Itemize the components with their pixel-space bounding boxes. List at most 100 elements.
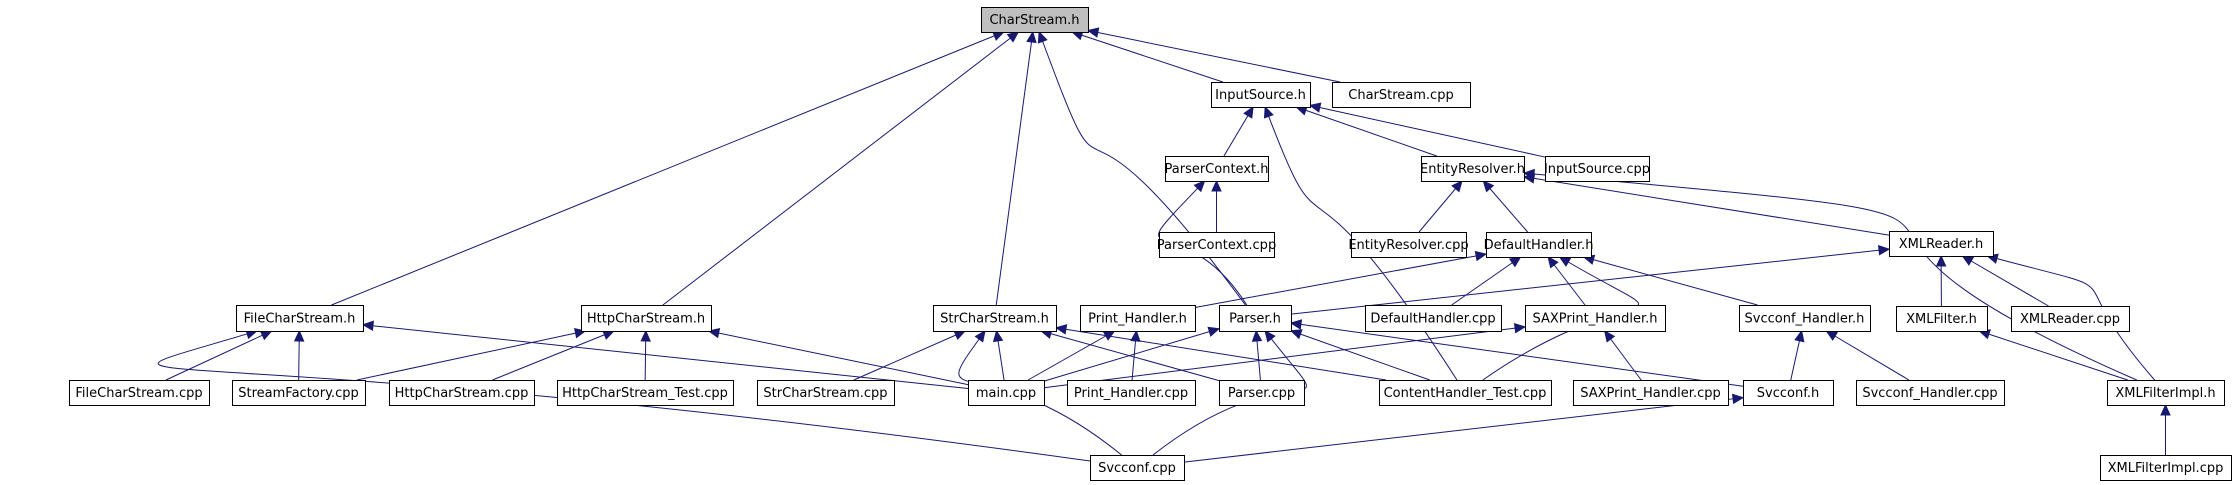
node-box[interactable] — [1090, 455, 1185, 481]
node-box[interactable] — [236, 305, 364, 332]
node-defaulthandler-cpp[interactable]: DefaultHandler.cpp — [1365, 305, 1502, 332]
node-box[interactable] — [1219, 380, 1305, 406]
node-box[interactable] — [2011, 306, 2130, 332]
node-box[interactable] — [389, 380, 535, 406]
edge-line — [356, 330, 586, 381]
node-httpcharstream-test-cpp[interactable]: HttpCharStream_Test.cpp — [557, 380, 734, 406]
node-parser-cpp[interactable]: Parser.cpp — [1219, 380, 1305, 406]
node-box[interactable] — [581, 305, 712, 332]
node-box[interactable] — [1573, 380, 1729, 406]
node-entityresolver-cpp[interactable]: EntityResolver.cpp — [1348, 232, 1469, 258]
node-svcconf-cpp[interactable]: Svcconf.cpp — [1090, 455, 1185, 481]
edge-xmlfilterimpl-h-to-entityresolver-h — [1522, 168, 2137, 381]
node-contenthandler-test-cpp[interactable]: ContentHandler_Test.cpp — [1379, 380, 1552, 406]
node-inputsource-h[interactable]: InputSource.h — [1211, 82, 1311, 108]
node-parser-h[interactable]: Parser.h — [1219, 305, 1292, 332]
node-box[interactable] — [557, 380, 734, 406]
node-xmlfilter-h[interactable]: XMLFilter.h — [1896, 306, 1988, 332]
node-print-handler-h[interactable]: Print_Handler.h — [1080, 305, 1196, 332]
node-box[interactable] — [1486, 232, 1592, 258]
node-parsercontext-h[interactable]: ParserContext.h — [1165, 156, 1269, 182]
node-charstream-h[interactable]: CharStream.h — [981, 7, 1089, 33]
node-box[interactable] — [981, 7, 1089, 33]
node-box[interactable] — [1219, 305, 1292, 332]
node-box[interactable] — [1856, 380, 2005, 406]
node-box[interactable] — [1739, 305, 1871, 332]
node-label: HttpCharStream.h — [587, 312, 705, 327]
node-label: SAXPrint_Handler.cpp — [1580, 386, 1720, 401]
node-box[interactable] — [1159, 232, 1275, 258]
node-entityresolver-h[interactable]: EntityResolver.h — [1420, 156, 1525, 182]
edge-line — [1038, 31, 1246, 306]
node-svcconf-h[interactable]: Svcconf.h — [1743, 380, 1834, 406]
node-box[interactable] — [1525, 305, 1666, 332]
node-box[interactable] — [1067, 380, 1196, 406]
edge-inputsource-h-to-charstream-h — [1071, 30, 1223, 83]
node-parsercontext-cpp[interactable]: ParserContext.cpp — [1157, 232, 1276, 258]
node-filecharstream-h[interactable]: FileCharStream.h — [236, 305, 364, 332]
arrowhead-icon — [953, 330, 967, 341]
arrowhead-icon — [1825, 330, 1839, 341]
node-xmlfilterimpl-cpp[interactable]: XMLFilterImpl.cpp — [2100, 455, 2232, 481]
node-box[interactable] — [2107, 380, 2225, 406]
node-charstream-cpp[interactable]: CharStream.cpp — [1332, 82, 1471, 108]
node-box[interactable] — [1211, 82, 1311, 108]
node-filecharstream-cpp[interactable]: FileCharStream.cpp — [69, 380, 210, 406]
node-box[interactable] — [968, 380, 1045, 406]
node-box[interactable] — [1165, 156, 1269, 182]
node-box[interactable] — [1896, 306, 1988, 332]
node-streamfactory-cpp[interactable]: StreamFactory.cpp — [232, 380, 366, 406]
arrowhead-icon — [1474, 250, 1488, 262]
node-label: Svcconf.h — [1757, 386, 1819, 401]
arrowhead-icon — [1102, 330, 1116, 341]
node-xmlreader-h[interactable]: XMLReader.h — [1889, 231, 1994, 257]
node-main-cpp[interactable]: main.cpp — [968, 380, 1045, 406]
edge-line — [1418, 180, 1463, 233]
node-box[interactable] — [933, 305, 1057, 332]
node-box[interactable] — [69, 380, 210, 406]
edge-line — [1043, 326, 1526, 389]
node-box[interactable] — [1889, 231, 1994, 257]
node-strcharstream-h[interactable]: StrCharStream.h — [933, 305, 1057, 332]
node-box[interactable] — [757, 380, 895, 406]
node-xmlfilterimpl-h[interactable]: XMLFilterImpl.h — [2107, 380, 2225, 406]
edge-line — [1962, 255, 2049, 307]
edge-entityresolver-cpp-to-entityresolver-h — [1418, 180, 1463, 233]
node-box[interactable] — [1351, 232, 1467, 258]
node-svcconf-handler-cpp[interactable]: Svcconf_Handler.cpp — [1856, 380, 2005, 406]
node-box[interactable] — [2100, 455, 2232, 481]
edge-defaulthandler-h-to-entityresolver-h — [1482, 180, 1529, 233]
node-httpcharstream-cpp[interactable]: HttpCharStream.cpp — [389, 380, 535, 406]
node-xmlreader-cpp[interactable]: XMLReader.cpp — [2011, 306, 2130, 332]
node-saxprint-handler-cpp[interactable]: SAXPrint_Handler.cpp — [1573, 380, 1729, 406]
node-box[interactable] — [1080, 305, 1196, 332]
node-box[interactable] — [1545, 156, 1650, 182]
node-inputsource-cpp[interactable]: InputSource.cpp — [1544, 156, 1650, 182]
arrowhead-icon — [361, 320, 374, 332]
edge-streamfactory-cpp-to-filecharstream-h — [293, 329, 305, 381]
node-box[interactable] — [1332, 82, 1471, 108]
node-defaulthandler-h[interactable]: DefaultHandler.h — [1484, 232, 1594, 258]
node-box[interactable] — [1743, 380, 1834, 406]
edge-charstream-cpp-to-charstream-h — [1086, 27, 1341, 83]
arrowhead-icon — [293, 329, 305, 342]
edge-line — [1183, 397, 1744, 463]
node-box[interactable] — [1379, 380, 1552, 406]
node-box[interactable] — [1365, 305, 1502, 332]
node-box[interactable] — [232, 380, 366, 406]
edge-parser-h-to-xmlreader-h — [1290, 245, 1891, 315]
edge-line — [1290, 322, 1744, 387]
node-box[interactable] — [1421, 156, 1525, 182]
arrowhead-icon — [1289, 319, 1303, 330]
arrowhead-icon — [1211, 179, 1222, 192]
edge-saxprint-handler-cpp-to-saxprint-handler-h — [1603, 330, 1642, 381]
edge-line — [995, 31, 1034, 306]
node-print-handler-cpp[interactable]: Print_Handler.cpp — [1067, 380, 1196, 406]
edge-line — [1290, 330, 1430, 381]
node-saxprint-handler-h[interactable]: SAXPrint_Handler.h — [1525, 305, 1666, 332]
edge-line — [1309, 104, 1546, 158]
node-httpcharstream-h[interactable]: HttpCharStream.h — [581, 305, 712, 332]
node-svcconf-handler-h[interactable]: Svcconf_Handler.h — [1739, 305, 1871, 332]
node-strcharstream-cpp[interactable]: StrCharStream.cpp — [757, 380, 895, 406]
arrowhead-icon — [1547, 256, 1559, 269]
